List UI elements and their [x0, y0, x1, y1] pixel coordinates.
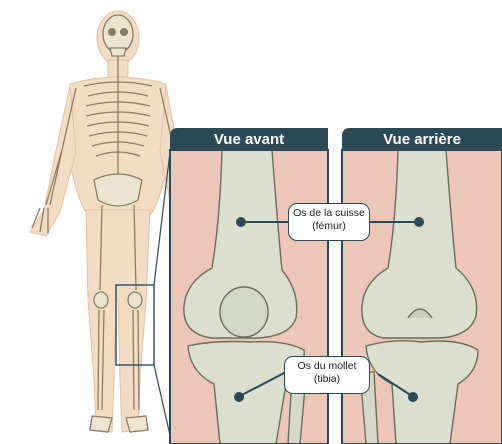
front-view-title: Vue avant [170, 127, 328, 153]
front-patella [220, 287, 268, 337]
femur-back-marker [414, 217, 424, 227]
tibia-callout: Os du mollet (tibia) [284, 356, 370, 394]
femur-callout: Os de la cuisse (fémur) [288, 203, 370, 241]
back-view-title: Vue arrière [342, 127, 502, 153]
femur-callout-line1: Os de la cuisse [291, 207, 367, 220]
front-view-panel [170, 128, 328, 444]
tibia-front-marker [234, 392, 244, 402]
femur-front-marker [236, 217, 246, 227]
back-view-panel [342, 128, 502, 444]
tibia-callout-line1: Os du mollet [287, 360, 367, 373]
tibia-callout-line2: (tibia) [287, 373, 367, 386]
femur-callout-line2: (fémur) [291, 220, 367, 233]
tibia-back-marker [408, 392, 418, 402]
